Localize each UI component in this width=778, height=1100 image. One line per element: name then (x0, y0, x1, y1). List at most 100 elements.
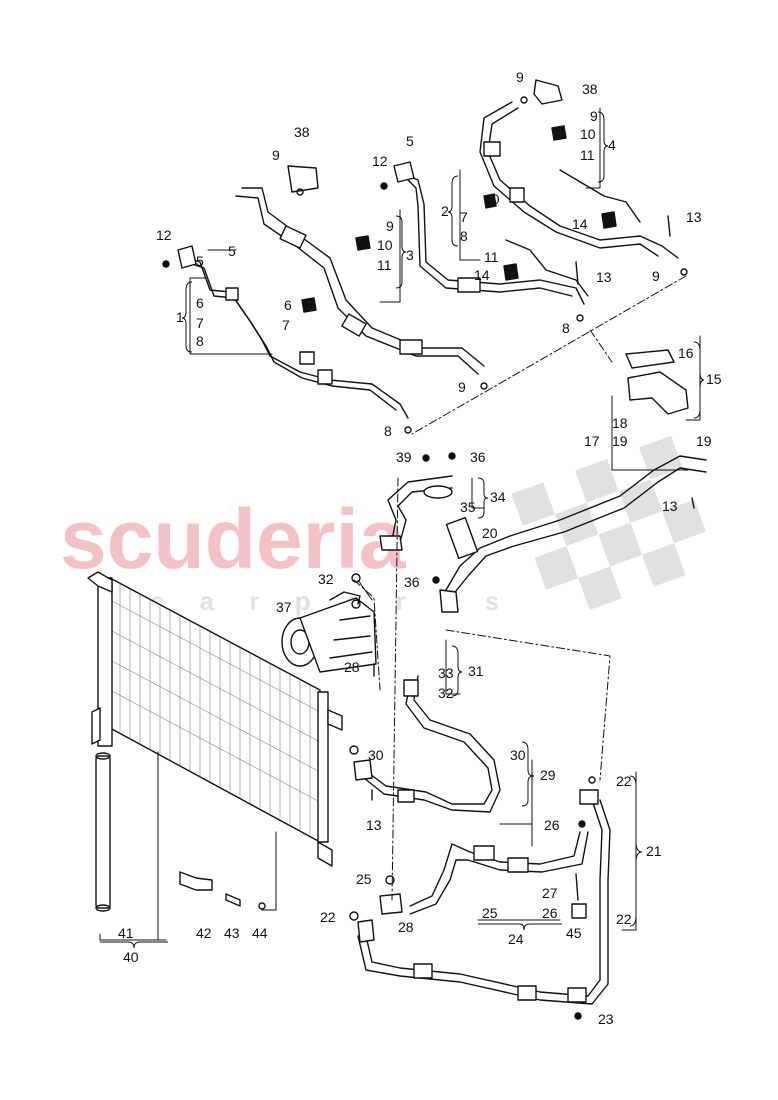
callout-34: 34 (490, 489, 506, 505)
condenser-fins (109, 583, 321, 836)
callout-22: 22 (320, 909, 336, 925)
callout-37: 37 (276, 599, 292, 615)
callout-24: 24 (508, 931, 524, 947)
callout-12: 12 (372, 153, 388, 169)
callout-11: 11 (377, 257, 392, 273)
callout-2: 2 (441, 203, 449, 219)
callout-13: 13 (596, 269, 612, 285)
watermark: scuderia c a r p a r t s (60, 435, 706, 616)
callout-13: 13 (686, 209, 702, 225)
callout-7: 7 (282, 317, 290, 333)
callout-32: 32 (438, 685, 454, 701)
pressure-line-left (235, 165, 485, 375)
group-braces (100, 111, 705, 949)
checkered-flag-icon (511, 435, 706, 611)
callout-25: 25 (356, 871, 372, 887)
callout-8: 8 (196, 333, 204, 349)
callout-7: 7 (460, 209, 468, 225)
callout-43: 43 (224, 925, 240, 941)
callout-36: 36 (404, 574, 420, 590)
callout-36: 36 (470, 449, 486, 465)
callout-35: 35 (460, 499, 476, 515)
callout-9: 9 (272, 147, 280, 163)
callout-30: 30 (368, 747, 384, 763)
callout-5: 5 (228, 243, 236, 259)
pressure-sensor (179, 871, 266, 910)
callout-7: 7 (196, 315, 204, 331)
callout-13: 13 (366, 817, 382, 833)
callout-1: 1 (176, 309, 184, 325)
callout-41: 41 (118, 925, 134, 941)
center-hose (393, 161, 589, 305)
callout-4: 4 (608, 137, 616, 153)
callout-26: 26 (542, 905, 558, 921)
callout-17: 17 (584, 433, 600, 449)
suction-line-left (177, 245, 409, 419)
callout-22: 22 (616, 773, 632, 789)
low-pressure-hose (439, 455, 707, 613)
callout-38: 38 (294, 124, 310, 140)
receiver-drier (95, 752, 111, 912)
callout-19: 19 (696, 433, 712, 449)
hose-21 (357, 789, 611, 1005)
callout-21: 21 (646, 843, 662, 859)
parts-drawing (87, 79, 707, 1020)
callout-12: 12 (156, 227, 172, 243)
hose-24 (379, 831, 589, 915)
callout-10: 10 (580, 126, 596, 142)
ac-compressor (281, 591, 377, 673)
callout-8: 8 (460, 228, 468, 244)
callout-16: 16 (678, 345, 694, 361)
watermark-brand: scuderia (60, 492, 407, 586)
callout-9: 9 (516, 69, 524, 85)
callout-42: 42 (196, 925, 212, 941)
callout-8: 8 (384, 423, 392, 439)
callout-20: 20 (482, 525, 498, 541)
right-hose (479, 79, 679, 259)
callout-30: 30 (510, 747, 526, 763)
alignment-lines (353, 275, 687, 901)
callout-9: 9 (386, 218, 394, 234)
callout-19: 19 (612, 433, 628, 449)
callout-9: 9 (458, 379, 466, 395)
callout-27: 27 (542, 885, 558, 901)
callout-40: 40 (123, 949, 139, 965)
callout-23: 23 (598, 1011, 614, 1027)
callout-10: 10 (377, 237, 393, 253)
callout-29: 29 (540, 767, 556, 783)
callout-9: 9 (590, 108, 598, 124)
callout-10: 10 (484, 191, 500, 207)
callout-9: 9 (652, 268, 660, 284)
callout-26: 26 (544, 817, 560, 833)
callout-6: 6 (196, 295, 204, 311)
callout-32: 32 (318, 571, 334, 587)
callout-13: 13 (662, 498, 678, 514)
callout-14: 14 (572, 216, 588, 232)
callout-8: 8 (562, 320, 570, 336)
fasteners (162, 96, 695, 1020)
callout-5: 5 (196, 253, 204, 269)
callout-33: 33 (438, 665, 454, 681)
callout-25: 25 (482, 905, 498, 921)
callout-38: 38 (582, 81, 598, 97)
callout-5: 5 (406, 133, 414, 149)
condenser (87, 571, 343, 867)
callout-11: 11 (484, 249, 499, 265)
callout-6: 6 (284, 297, 292, 313)
callout-28: 28 (398, 919, 414, 935)
expansion-valve (625, 349, 689, 415)
callout-3: 3 (406, 247, 414, 263)
callout-31: 31 (468, 663, 484, 679)
hose-29 (353, 675, 501, 813)
callout-22: 22 (616, 911, 632, 927)
callout-labels: 1 2 3 4 5 5 5 6 6 7 7 7 8 8 8 8 9 9 9 9 … (118, 69, 722, 1027)
callout-45: 45 (566, 925, 582, 941)
callout-28: 28 (344, 659, 360, 675)
callout-14: 14 (474, 267, 490, 283)
callout-44: 44 (252, 925, 268, 941)
callout-18: 18 (612, 415, 628, 431)
callout-15: 15 (706, 371, 722, 387)
callout-11: 11 (580, 147, 595, 163)
